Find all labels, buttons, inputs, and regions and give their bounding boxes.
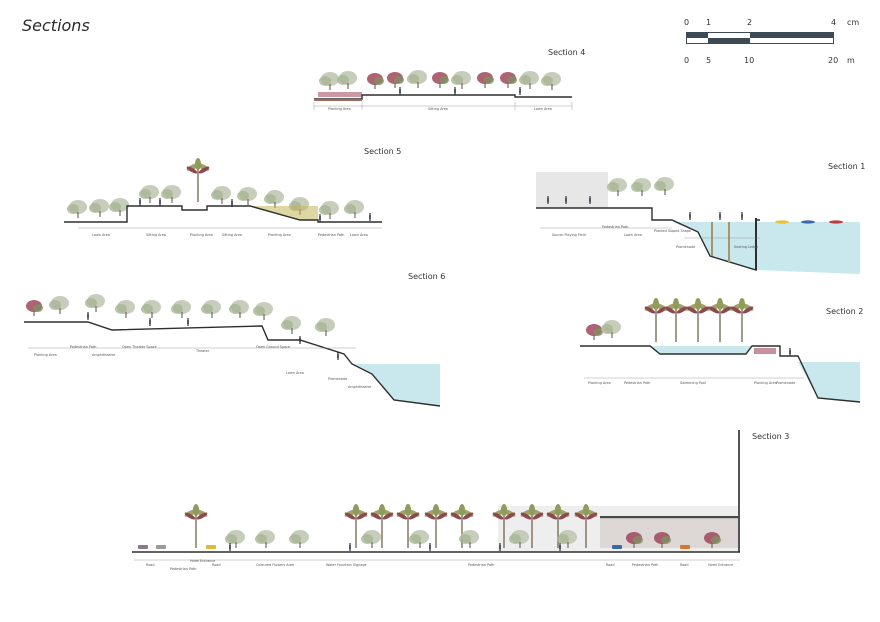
scale-cm-tick: 0 [684, 18, 690, 27]
zone-label: Lawn Area [624, 233, 642, 237]
scale-seg [686, 32, 708, 38]
zone-label: Road [606, 563, 615, 567]
scale-outline [686, 32, 834, 44]
section-6-label: Section 6 [408, 272, 446, 281]
zone-label: Sitting Area [146, 233, 166, 237]
section-5-label: Section 5 [364, 147, 402, 156]
scale-cm-tick: 1 [706, 18, 712, 27]
zone-label: Planting Area [328, 107, 351, 111]
section-2: Planting Area Pedestrian Path Swimming P… [580, 297, 861, 403]
scale-cm-tick: 2 [747, 18, 753, 27]
section-3: Road Pedestrian Path Hotel Entrance Road… [132, 430, 740, 571]
zone-label: Pedestrian Path [468, 563, 494, 567]
section-3-label: Section 3 [752, 432, 790, 441]
zone-label: Pedestrian Path [632, 563, 658, 567]
zone-label: Lawn Area [286, 371, 304, 375]
zone-label: Promenade [676, 245, 695, 249]
zone-label: Pedestrian Path [602, 225, 628, 229]
zone-label: Pedestrian Path [318, 233, 344, 237]
section-1-label: Section 1 [828, 162, 866, 171]
scale-m-tick: 0 [684, 56, 690, 65]
zone-label: Open Theater Space [122, 345, 157, 349]
zone-label: Pedestrian Path [170, 567, 196, 571]
section-6: Planting Area Pedestrian Path Amphitheat… [24, 294, 441, 407]
section-1: Soccer Playing Field Pedestrian Path Law… [536, 172, 860, 274]
zone-label: Planting Area [268, 233, 291, 237]
section-4-label: Section 4 [548, 48, 586, 57]
scale-m-tick: 10 [744, 56, 755, 65]
zone-label: Promenade [776, 381, 795, 385]
section-2-label: Section 2 [826, 307, 864, 316]
scale-seg [708, 38, 750, 44]
scale-seg [750, 32, 834, 38]
zone-label: Swimming Pool [680, 381, 706, 385]
zone-label: Water Fountain Signage [326, 563, 367, 567]
zone-label: Sitting Area [428, 107, 448, 111]
scale-m-tick: 20 [828, 56, 839, 65]
zone-label: Promenade [328, 377, 347, 381]
zone-label: Hotel Entrance [708, 563, 733, 567]
zone-label: Planting Area [588, 381, 611, 385]
zone-label: Road [212, 563, 221, 567]
page-title: Sections [22, 16, 90, 35]
zone-label: Amphitheatre [92, 353, 115, 357]
scale-m-tick: 5 [706, 56, 712, 65]
zone-label: Pedestrian Path [624, 381, 650, 385]
zone-label: Soccer Playing Field [552, 233, 586, 237]
zone-label: Planting Area [34, 353, 57, 357]
zone-label: Lawn Area [350, 233, 368, 237]
zone-label: Hotel Entrance [190, 559, 215, 563]
scale-cm-tick: 4 [831, 18, 837, 27]
scale-cm-unit: cm [847, 18, 860, 27]
zone-label: Pedestrian Path [70, 345, 96, 349]
scale-bar: 0 1 2 4 cm 0 5 10 20 m [680, 18, 860, 70]
zone-label: Seating Ledge [734, 245, 758, 249]
zone-label: Sitting Area [222, 233, 242, 237]
section-5: Lawn Area Sitting Area Planting Area Sit… [64, 157, 382, 237]
zone-label: Lawn Area [534, 107, 552, 111]
zone-label: Road [146, 563, 155, 567]
zone-label: Coloured Flowers Area [256, 563, 294, 567]
zone-label: Open Ground Space [256, 345, 290, 349]
section-4: Planting Area Sitting Area Lawn Area [313, 70, 573, 111]
zone-label: Road [680, 563, 689, 567]
scale-m-unit: m [847, 56, 855, 65]
zone-label: Amphitheatre [348, 385, 371, 389]
zone-label: Planting Area [754, 381, 777, 385]
zone-label: Theater [195, 349, 210, 353]
zone-label: Lawn Area [92, 233, 110, 237]
zone-label: Planted Sloped Shape [654, 229, 691, 233]
zone-label: Planting Area [190, 233, 213, 237]
